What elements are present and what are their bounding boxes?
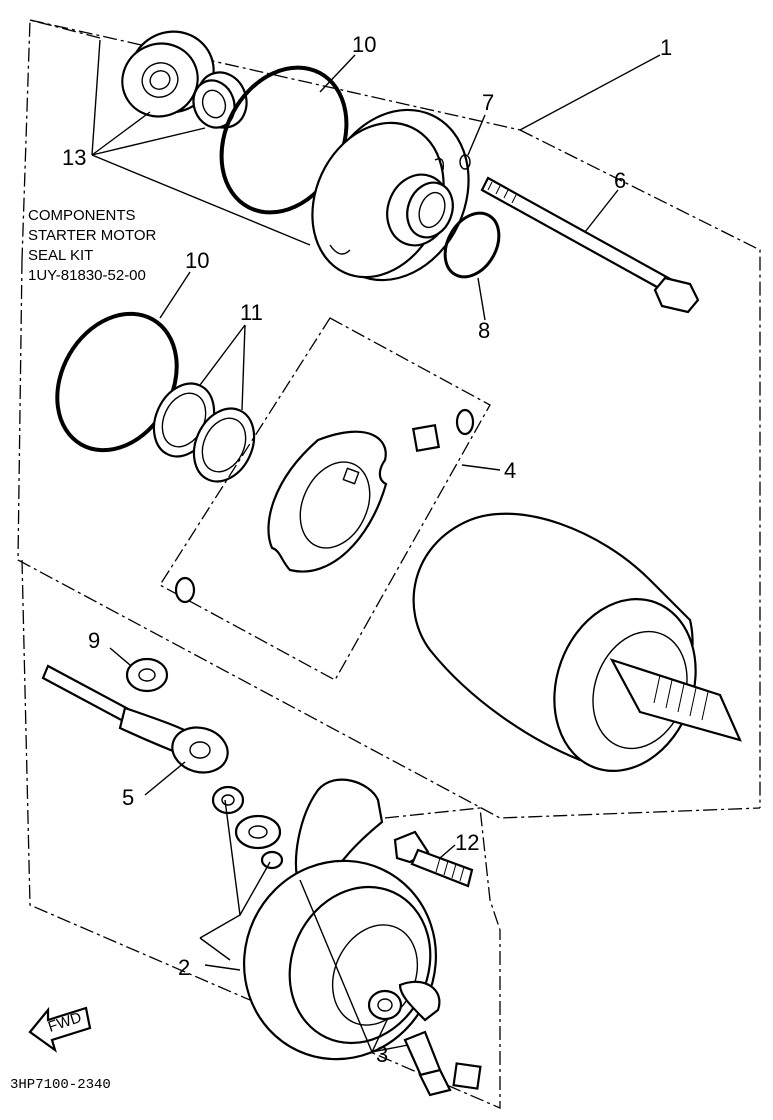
through-bolt-6: [480, 176, 700, 314]
kit-note-line-2: STARTER MOTOR: [28, 227, 157, 244]
yoke-armature: [412, 512, 742, 773]
o-ring-7: [459, 154, 471, 170]
callout-5: 5: [122, 785, 134, 810]
kit-note-line-3: SEAL KIT: [28, 247, 93, 264]
rear-cover-part: [242, 778, 441, 1061]
callout-1: 1: [660, 35, 672, 60]
kit-note-line-4: 1UY-81830-52-00: [28, 267, 146, 284]
callout-12: 12: [455, 830, 479, 855]
callout-3: 3: [376, 1042, 388, 1067]
brush-set-4: [159, 317, 491, 681]
leader-lines: [91, 39, 661, 1053]
callout-2: 2: [178, 955, 190, 980]
callout-labels: 1 10 7 13 6 10 11 8 4 9 5 12 2 3: [62, 32, 672, 1067]
o-ring-8: [443, 211, 501, 279]
callout-10-left: 10: [185, 248, 209, 273]
callout-6: 6: [614, 168, 626, 193]
callout-7: 7: [482, 90, 494, 115]
terminal-bolt-3: [403, 1030, 482, 1097]
callout-10-top: 10: [352, 32, 376, 57]
fwd-arrow-icon: FWD: [28, 1006, 92, 1053]
bearing-part: [121, 30, 215, 118]
washers-11: [152, 382, 256, 483]
callout-4: 4: [504, 458, 516, 483]
drawing-code: 3HP7100-2340: [10, 1077, 111, 1093]
callout-13: 13: [62, 145, 86, 170]
lead-wire-5: [41, 664, 229, 774]
callout-8: 8: [478, 318, 490, 343]
front-cover-part: [311, 108, 470, 282]
callout-11: 11: [240, 300, 263, 325]
nut-9: [125, 657, 169, 693]
terminal-kit-2: [211, 785, 284, 870]
seal-kit-note: COMPONENTS STARTER MOTOR SEAL KIT 1UY-81…: [28, 207, 157, 284]
bolt-12: [393, 830, 474, 888]
kit-note-line-1: COMPONENTS: [28, 207, 136, 224]
callout-9: 9: [88, 628, 100, 653]
terminal-bracket-outline: [384, 807, 501, 931]
